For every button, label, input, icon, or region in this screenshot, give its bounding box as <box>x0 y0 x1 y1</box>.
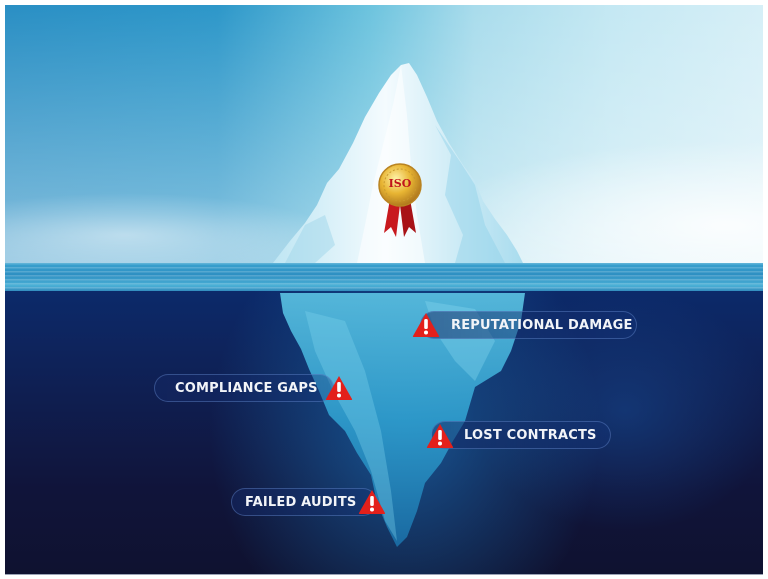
risk-label: FAILED AUDITS <box>245 495 357 510</box>
risk-pill-failed-audits: FAILED AUDITS <box>231 488 377 516</box>
warning-icon <box>358 490 386 514</box>
risk-pill-reputational-damage: REPUTATIONAL DAMAGE <box>420 311 637 339</box>
risk-label: LOST CONTRACTS <box>464 428 597 443</box>
warning-icon <box>325 376 353 400</box>
risk-pill-lost-contracts: LOST CONTRACTS <box>431 421 611 449</box>
risk-label: COMPLIANCE GAPS <box>175 381 318 396</box>
warning-icon <box>412 313 440 337</box>
iceberg-underwater <box>280 293 525 547</box>
iso-medal <box>378 163 422 237</box>
sea-surface <box>5 263 763 293</box>
risk-label: REPUTATIONAL DAMAGE <box>451 318 633 333</box>
medal-label: ISO <box>388 177 412 190</box>
risk-pill-compliance-gaps: COMPLIANCE GAPS <box>154 374 334 402</box>
warning-icon <box>426 424 454 448</box>
iceberg-illustration: ISO REPUTATIONAL DAMAGE COMPLIANCE GAPS … <box>5 5 763 575</box>
